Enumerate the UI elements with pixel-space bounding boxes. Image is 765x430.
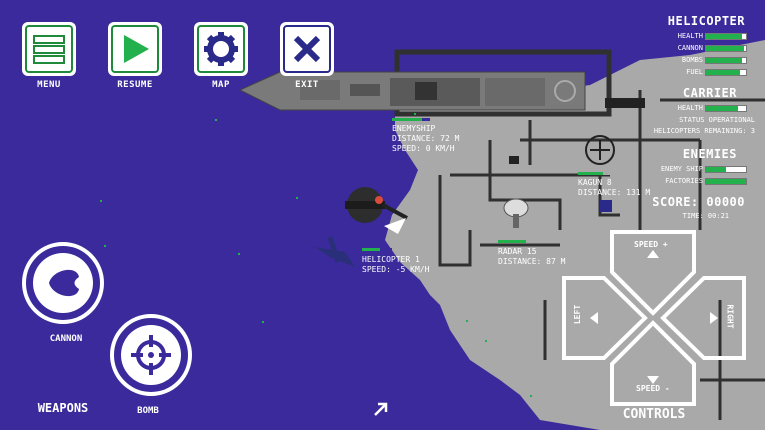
crosshair-icon (131, 335, 171, 375)
menu-icon (33, 35, 65, 64)
dpad (562, 230, 746, 406)
hud-enemies-title: ENEMIES (682, 147, 737, 161)
hud-carrier-title: CARRIER (682, 86, 737, 100)
hud-carrier-status: STATUS OPERATIONAL (679, 116, 755, 124)
close-icon (293, 35, 321, 63)
dpad-up-button[interactable] (613, 232, 693, 274)
dpad-right-label: RIGHT (725, 304, 735, 329)
carrier-ship (240, 71, 586, 111)
dpad-up-label: SPEED + (634, 240, 668, 249)
enemyship-health-bar (392, 118, 430, 121)
cannon-button[interactable] (22, 242, 104, 324)
enemyship-name: ENEMYSHIP (392, 124, 436, 133)
hud-factories-label: FACTORIES (665, 177, 703, 185)
exit-button[interactable] (280, 22, 334, 76)
menu-button[interactable] (22, 22, 76, 76)
helicopter-shadow (315, 236, 355, 267)
radar-distance: DISTANCE: 87 M (498, 257, 566, 266)
helicopter1-speed: SPEED: -5 KM/H (362, 265, 430, 274)
hud-heli-fuel-label: FUEL (686, 68, 703, 76)
hud-heli-cannon-bar (705, 45, 747, 52)
menu-label: MENU (37, 80, 61, 90)
exit-label: EXIT (295, 80, 319, 90)
kagun-health-bar (578, 172, 614, 175)
map-button[interactable] (194, 22, 248, 76)
hud-score: SCORE: 00000 (652, 195, 745, 209)
helicopter1-health-bar (362, 248, 392, 251)
down-arrow-icon (647, 376, 659, 384)
dpad-up-shape (610, 230, 696, 316)
gear-icon (204, 32, 238, 66)
hud-heli-fuel-bar (705, 69, 747, 76)
hud-factories-bar (705, 178, 747, 185)
bomb-label: BOMB (137, 406, 159, 416)
white-plane-icon (384, 218, 406, 234)
hud-heli-bombs-label: BOMBS (681, 56, 703, 64)
enemyship-speed: SPEED: 0 KM/H (392, 144, 455, 153)
enemyship-distance: DISTANCE: 72 M (392, 134, 460, 143)
helicopter1-tag: HELICOPTER 1 SPEED: -5 KM/H (362, 255, 429, 275)
play-icon (124, 35, 149, 63)
cannon-label: CANNON (49, 334, 83, 344)
bomb-button[interactable] (110, 314, 192, 396)
hud-enemy-ship-label: ENEMY SHIP (660, 165, 703, 173)
hud-helicopter-title: HELICOPTER (667, 14, 745, 28)
dpad-left-label: LEFT (573, 304, 583, 325)
map-label: MAP (212, 80, 230, 90)
controls-title: CONTROLS (622, 407, 686, 422)
helicopter1-name: HELICOPTER 1 (362, 255, 420, 264)
hud-time: TIME: 00:21 (682, 212, 729, 220)
radar-tag: RADAR 15 DISTANCE: 87 M (498, 247, 565, 267)
right-arrow-icon (710, 312, 718, 324)
up-arrow-icon (647, 250, 659, 258)
hud-heli-bombs-bar (705, 57, 747, 64)
kagun-name: KAGUN 8 (578, 178, 612, 187)
hud-carrier-health-label: HEALTH (677, 104, 703, 112)
dpad-down-shape (610, 320, 696, 406)
hud-heli-health-bar (705, 33, 747, 40)
dpad-down-label: SPEED - (636, 384, 670, 393)
dpad-left-button[interactable] (565, 278, 607, 358)
player-helicopter (345, 187, 408, 223)
radar-health-bar (498, 240, 538, 243)
radar-name: RADAR 15 (498, 247, 537, 256)
hud-carrier-remaining: HELICOPTERS REMAINING: 3 (653, 127, 755, 135)
hud-carrier-health-bar (705, 105, 747, 112)
enemyship-tag: ENEMYSHIP DISTANCE: 72 M SPEED: 0 KM/H (392, 124, 459, 154)
cannon-icon (49, 269, 79, 297)
kagun-distance: DISTANCE: 131 M (578, 188, 651, 197)
left-arrow-icon (590, 312, 598, 324)
hud-heli-cannon-label: CANNON (677, 44, 703, 52)
dpad-right-shape (660, 276, 746, 360)
weapons-title: WEAPONS (37, 401, 89, 415)
hud-enemy-ship-bar (705, 166, 747, 173)
direction-arrow-icon (374, 402, 388, 416)
resume-label: RESUME (117, 80, 153, 90)
kagun-tag: KAGUN 8 DISTANCE: 131 M (578, 178, 650, 198)
resume-button[interactable] (108, 22, 162, 76)
hud-heli-health-label: HEALTH (677, 32, 703, 40)
dpad-left-shape (562, 276, 648, 360)
